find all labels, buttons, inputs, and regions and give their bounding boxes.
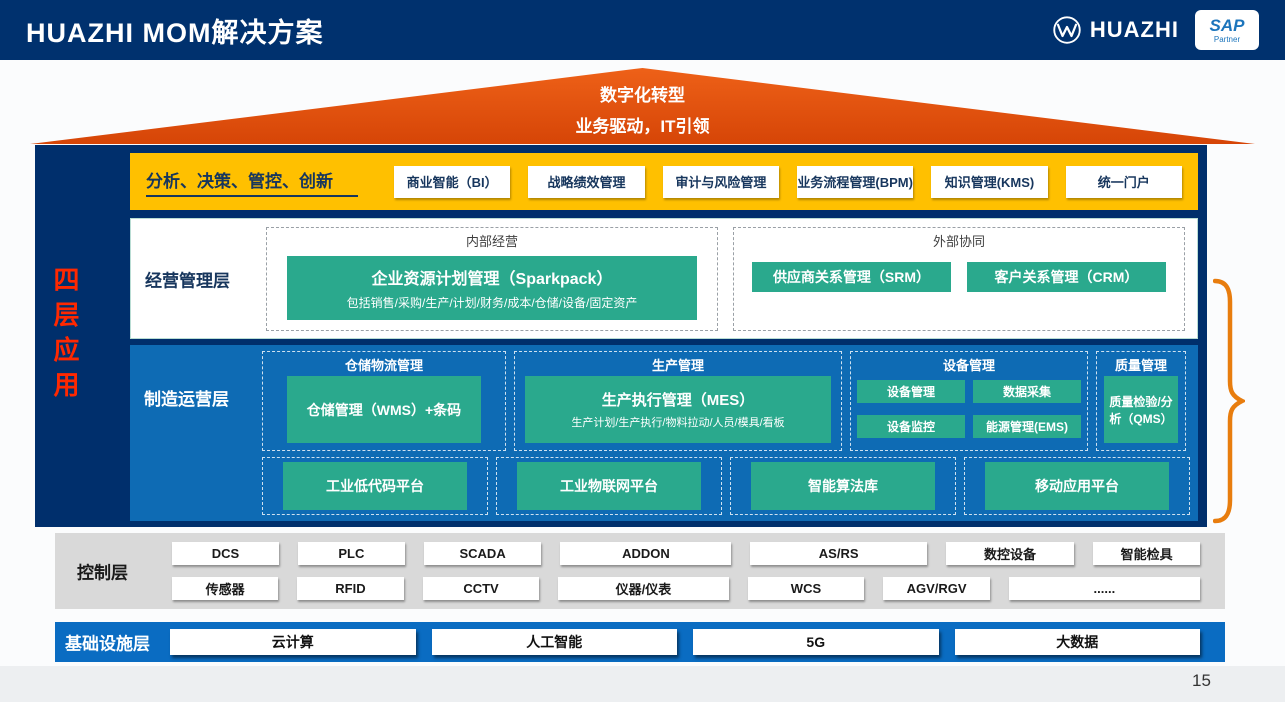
right-bracket: [1213, 278, 1245, 524]
logo-group: HUAZHI SAP Partner: [1052, 10, 1259, 50]
sap-partner-logo: SAP Partner: [1195, 10, 1259, 50]
analysis-item-performance: 战略绩效管理: [528, 165, 645, 198]
equipment-grid: 设备管理 数据采集 设备监控 能源管理(EMS): [857, 380, 1081, 438]
manufacturing-operations-layer: 制造运营层 仓储物流管理 仓储管理（WMS）+条码 生产管理 生产执行管理（ME…: [130, 345, 1198, 521]
external-boxes: 供应商关系管理（SRM） 客户关系管理（CRM）: [752, 262, 1166, 292]
mes-box: 生产执行管理（MES） 生产计划/生产执行/物料拉动/人员/模具/看板: [525, 376, 831, 443]
huazhi-logo-icon: [1053, 16, 1081, 44]
equipment-group-title: 设备管理: [942, 358, 995, 373]
platform-wrapper: 工业物联网平台: [496, 457, 722, 515]
sap-partner-text: Partner: [1213, 34, 1241, 44]
manufacturing-content: 仓储物流管理 仓储管理（WMS）+条码 生产管理 生产执行管理（MES） 生产计…: [262, 351, 1190, 515]
erp-box: 企业资源计划管理（Sparkpack） 包括销售/采购/生产/计划/财务/成本/…: [287, 256, 697, 320]
banner-line2: 业务驱动，IT引领: [575, 117, 710, 136]
four-layer-panel: 四层应用 分析、决策、管控、创新 商业智能（BI） 战略绩效管理 审计与风险管理…: [35, 145, 1207, 527]
control-item-rfid: RFID: [297, 577, 404, 600]
manufacturing-top-row: 仓储物流管理 仓储管理（WMS）+条码 生产管理 生产执行管理（MES） 生产计…: [262, 351, 1190, 451]
platform-mobile: 移动应用平台: [985, 462, 1169, 510]
analysis-layer: 分析、决策、管控、创新 商业智能（BI） 战略绩效管理 审计与风险管理 业务流程…: [130, 153, 1198, 210]
control-layer: 控制层 DCS PLC SCADA ADDON AS/RS 数控设备 智能检具 …: [55, 533, 1225, 609]
equipment-management-group: 设备管理 设备管理 数据采集 设备监控 能源管理(EMS): [850, 351, 1088, 451]
control-item-sensor: 传感器: [172, 577, 279, 600]
control-item-instrument: 仪器/仪表: [558, 577, 729, 600]
external-collaboration-group: 外部协同 供应商关系管理（SRM） 客户关系管理（CRM）: [733, 227, 1185, 331]
platform-low-code: 工业低代码平台: [283, 462, 467, 510]
analysis-item-bpm: 业务流程管理(BPM): [796, 165, 914, 198]
control-item-plc: PLC: [297, 542, 405, 565]
bottom-strip: [0, 666, 1285, 702]
mes-title: 生产执行管理（MES）: [601, 392, 755, 409]
warehouse-group-title: 仓储物流管理: [344, 358, 423, 373]
control-item-asrs: AS/RS: [750, 542, 927, 565]
infra-item-5g: 5G: [693, 629, 939, 655]
infra-item-cloud: 云计算: [170, 629, 416, 655]
erp-title: 企业资源计划管理（Sparkpack）: [371, 271, 613, 288]
control-layer-label: 控制层: [77, 563, 128, 583]
analysis-item-portal: 统一门户: [1065, 165, 1182, 198]
banner-line1: 数字化转型: [600, 86, 685, 105]
external-collaboration-title: 外部协同: [932, 234, 985, 249]
control-item-cctv: CCTV: [422, 577, 540, 600]
platform-ai-library: 智能算法库: [751, 462, 935, 510]
srm-box: 供应商关系管理（SRM）: [752, 262, 951, 292]
control-item-dcs: DCS: [172, 542, 279, 565]
infra-item-bigdata: 大数据: [954, 629, 1200, 655]
infrastructure-layer: 基础设施层 云计算 人工智能 5G 大数据: [55, 622, 1225, 662]
analysis-item-audit-risk: 审计与风险管理: [662, 165, 779, 198]
analysis-layer-label: 分析、决策、管控、创新: [146, 167, 358, 197]
infra-item-ai: 人工智能: [431, 629, 677, 655]
erp-subtitle: 包括销售/采购/生产/计划/财务/成本/仓储/设备/固定资产: [346, 296, 638, 310]
platform-iiot: 工业物联网平台: [517, 462, 701, 510]
infrastructure-layer-label: 基础设施层: [65, 634, 150, 654]
control-rows: DCS PLC SCADA ADDON AS/RS 数控设备 智能检具 传感器 …: [172, 542, 1201, 600]
platform-wrapper: 移动应用平台: [964, 457, 1190, 515]
business-layer-label: 经营管理层: [145, 271, 230, 290]
control-row-2: 传感器 RFID CCTV 仪器/仪表 WCS AGV/RGV ......: [172, 577, 1200, 600]
business-management-layer: 经营管理层 内部经营 企业资源计划管理（Sparkpack） 包括销售/采购/生…: [130, 218, 1198, 339]
equipment-item-management: 设备管理: [857, 380, 965, 403]
control-row-1: DCS PLC SCADA ADDON AS/RS 数控设备 智能检具: [172, 542, 1201, 565]
huazhi-logo-text: HUAZHI: [1089, 17, 1179, 42]
analysis-item-kms: 知识管理(KMS): [931, 165, 1048, 198]
platform-wrapper: 智能算法库: [730, 457, 956, 515]
equipment-item-ems: 能源管理(EMS): [973, 415, 1081, 438]
control-item-cnc: 数控设备: [945, 542, 1075, 565]
warehouse-logistics-group: 仓储物流管理 仓储管理（WMS）+条码: [262, 351, 506, 451]
production-management-group: 生产管理 生产执行管理（MES） 生产计划/生产执行/物料拉动/人员/模具/看板: [514, 351, 842, 451]
control-item-more: ......: [1008, 577, 1200, 600]
crm-box: 客户关系管理（CRM）: [967, 262, 1166, 292]
wms-box: 仓储管理（WMS）+条码: [287, 376, 481, 443]
platform-wrapper: 工业低代码平台: [262, 457, 488, 515]
sap-logo-text: SAP: [1209, 15, 1245, 35]
mes-subtitle: 生产计划/生产执行/物料拉动/人员/模具/看板: [571, 417, 785, 429]
production-group-title: 生产管理: [651, 358, 704, 373]
digital-transformation-banner: 数字化转型 业务驱动，IT引领: [30, 68, 1255, 144]
header-bar: HUAZHI MOM解决方案 HUAZHI SAP Partner: [0, 0, 1285, 60]
page-number: 15: [1192, 671, 1211, 690]
control-item-wcs: WCS: [747, 577, 865, 600]
control-item-addon: ADDON: [560, 542, 732, 565]
qms-box: 质量检验/分析（QMS）: [1104, 376, 1178, 443]
control-item-smart-gauge: 智能检具: [1093, 542, 1201, 565]
huazhi-logo: HUAZHI: [1052, 15, 1179, 45]
quality-management-group: 质量管理 质量检验/分析（QMS）: [1096, 351, 1186, 451]
internal-operation-title: 内部经营: [465, 234, 518, 249]
slide-title: HUAZHI MOM解决方案: [26, 17, 324, 48]
analysis-item-bi: 商业智能（BI）: [394, 165, 511, 198]
platform-row: 工业低代码平台 工业物联网平台 智能算法库 移动应用平台: [262, 457, 1190, 515]
equipment-item-monitoring: 设备监控: [857, 415, 965, 438]
internal-operation-group: 内部经营 企业资源计划管理（Sparkpack） 包括销售/采购/生产/计划/财…: [266, 227, 718, 331]
infrastructure-boxes: 云计算 人工智能 5G 大数据: [170, 629, 1200, 655]
quality-group-title: 质量管理: [1114, 358, 1167, 373]
manufacturing-layer-label: 制造运营层: [144, 390, 229, 409]
four-layer-label: 四层应用: [50, 266, 80, 406]
control-item-scada: SCADA: [423, 542, 542, 565]
control-item-agv-rgv: AGV/RGV: [883, 577, 990, 600]
equipment-item-data-collection: 数据采集: [973, 380, 1081, 403]
